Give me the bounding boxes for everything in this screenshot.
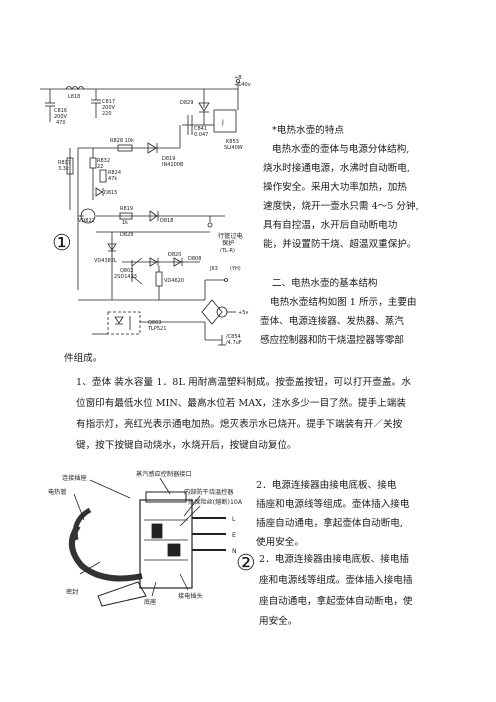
label-r837: R837 bbox=[58, 160, 71, 166]
section1-line-3: 操作安全。采用大功率加热，加热 bbox=[263, 182, 407, 193]
circuit-marker: ① bbox=[52, 231, 72, 256]
label-c841-v: 0.047 bbox=[194, 132, 208, 138]
para1-line-1: 1、壶体 装水容量 1．8L 用耐高温塑料制成。按壶盖按钮，可以打开壶盖。水 bbox=[76, 377, 412, 388]
para1-line-3: 有指示灯，亮红光表示通电加热。熄灭表示水已烧开。提手下端装有开／关按 bbox=[76, 419, 403, 430]
label-c816-v: 200V bbox=[54, 114, 68, 120]
label-r824-v: 47k bbox=[108, 176, 117, 182]
label-d815: D815 bbox=[104, 190, 117, 196]
label-c816-c: 470 bbox=[56, 120, 66, 126]
para2-line-1: 2．电源连接器由接电底板、接电 bbox=[256, 480, 397, 491]
label-d828: D828 bbox=[120, 232, 133, 238]
label-j: J bbox=[221, 119, 224, 126]
label-d820: D820 bbox=[168, 252, 181, 258]
section2-heading: 二、电热水壶的基本结构 bbox=[272, 278, 378, 289]
section1-heading: *电热水壶的特点 bbox=[272, 125, 344, 136]
circuit-schematic bbox=[40, 79, 240, 346]
label-c817-c: 220 bbox=[102, 111, 112, 117]
para2-line-2: 插座和电源线等组成。壶体插入接电 bbox=[256, 499, 410, 510]
label-j63: J63 bbox=[209, 266, 218, 272]
para3-line-4: 用安全。 bbox=[259, 616, 298, 627]
label-vd822: VD822 bbox=[78, 218, 95, 224]
label-q802: Q802 bbox=[120, 268, 133, 274]
label-v-top2: +140v bbox=[234, 82, 251, 88]
section1-line-1: 电热水壶的壶体与电源分体结构, bbox=[272, 144, 410, 155]
label-internal: 内部防干烧温控器 bbox=[184, 488, 234, 496]
label-r832: R832 bbox=[97, 158, 110, 164]
label-c817: C817 bbox=[102, 99, 115, 105]
label-c841: C841 bbox=[194, 126, 207, 132]
label-q803: Q803 bbox=[148, 320, 161, 326]
label-connector: 连接插座 bbox=[62, 474, 87, 482]
label-right2: 保护 bbox=[222, 239, 234, 247]
label-heater: 电热管 bbox=[48, 488, 67, 496]
para1-line-2: 位窗印有最低水位 MIN、最高水位若 MAX，注水多少一目了然。提手上端装 bbox=[76, 398, 406, 409]
label-c817-v: 200V bbox=[102, 105, 116, 111]
label-k853: K853 bbox=[226, 139, 239, 145]
label-l818: L818 bbox=[68, 94, 80, 100]
label-base: 底座 bbox=[144, 598, 156, 606]
section2-line-3: 感应控制器和防干烧温控器等零部 bbox=[260, 335, 404, 346]
section1-line-2: 烧水时接通电源，水沸时自动断电, bbox=[263, 163, 410, 174]
circuit-labels: +B +140v L818 C817 200V 220 C816 200V 47… bbox=[54, 75, 251, 346]
connector-figure: 连接插座 蒸汽感应控制器接口 电热管 内部防干烧温控器 热保险丝(熔断)10A … bbox=[48, 470, 250, 620]
label-c854-v: /4.7uF bbox=[226, 340, 242, 346]
label-pin-n: N bbox=[232, 548, 237, 555]
label-r832-v: 22 bbox=[97, 164, 103, 170]
section2-line-2: 壶体、电源连接器、发热器、蒸汽 bbox=[260, 316, 404, 327]
label-right1: 行管过电 bbox=[218, 232, 243, 240]
label-pin-e: E bbox=[232, 532, 236, 539]
para3-line-2: 座和电源线等组成。壶体插入接电插 bbox=[259, 575, 413, 586]
label-q802-t: 2SD1423 bbox=[114, 274, 137, 280]
label-yh: (YH) bbox=[230, 266, 241, 272]
label-pin-l: L bbox=[232, 516, 236, 523]
label-d819: D819 bbox=[162, 156, 175, 162]
label-plug: 接电插头 bbox=[178, 592, 203, 600]
label-d808: D808 bbox=[188, 256, 201, 262]
label-fuse: 热保险丝(熔断)10A bbox=[188, 498, 243, 506]
label-5v: +5v bbox=[238, 310, 248, 316]
section1-line-5: 具有自控温，水开后自动断电功 bbox=[263, 220, 398, 231]
label-r819-v: 1k bbox=[122, 220, 128, 226]
section1-line-4: 速度快，烧开一壶水只需 4～5 分钟, bbox=[263, 201, 419, 212]
label-q803-t: TLP521 bbox=[147, 326, 166, 332]
label-steam: 蒸汽感应控制器接口 bbox=[136, 470, 192, 478]
label-v-top: +B bbox=[234, 75, 242, 81]
label-k853-v: SLI40W bbox=[224, 145, 243, 151]
section1-line-6: 能，并设置防干烧、超温双重保护。 bbox=[263, 239, 417, 250]
circuit-diagram: +B +140v L818 C817 200V 220 C816 200V 47… bbox=[0, 0, 260, 360]
para3-line-3: 座自动通电，拿起壶体自动断电，使 bbox=[259, 596, 413, 607]
para1-line-4: 键，按下按键自动烧水，水烧开后，按键自动复位。 bbox=[76, 440, 297, 451]
label-c854: /C854 bbox=[226, 334, 241, 340]
label-d818: D818 bbox=[160, 218, 173, 224]
label-seal: 密封 bbox=[66, 588, 78, 596]
section2-line-1: 电热水壶结构如图 1 所示，主要由 bbox=[270, 297, 417, 308]
label-d829: D829 bbox=[180, 100, 193, 106]
label-d819-t: IN4100B bbox=[162, 162, 184, 168]
para2-line-3: 插座自动通电，拿起壶体自动断电, bbox=[256, 518, 403, 529]
para3-line-1: 2．电源连接器由接电底板、接电插 bbox=[259, 554, 410, 565]
label-r828: R828 10k bbox=[110, 138, 134, 144]
label-c816: C816 bbox=[54, 108, 67, 114]
label-vd: VD4382L bbox=[94, 258, 117, 264]
connector-labels: 连接插座 蒸汽感应控制器接口 电热管 内部防干烧温控器 热保险丝(熔断)10A … bbox=[48, 470, 243, 606]
label-r837-v: 3.3k bbox=[58, 166, 69, 172]
label-r824: R824 bbox=[108, 170, 121, 176]
figure2-marker: ② bbox=[236, 551, 256, 576]
connector-drawing bbox=[69, 477, 226, 607]
label-right3: (TL-R) bbox=[220, 248, 235, 254]
label-vd4620: VD4620 bbox=[164, 278, 184, 284]
section2-tail: 件组成。 bbox=[64, 353, 103, 364]
label-r819: R819 bbox=[120, 206, 133, 212]
para2-line-4: 使用安全。 bbox=[256, 537, 304, 548]
